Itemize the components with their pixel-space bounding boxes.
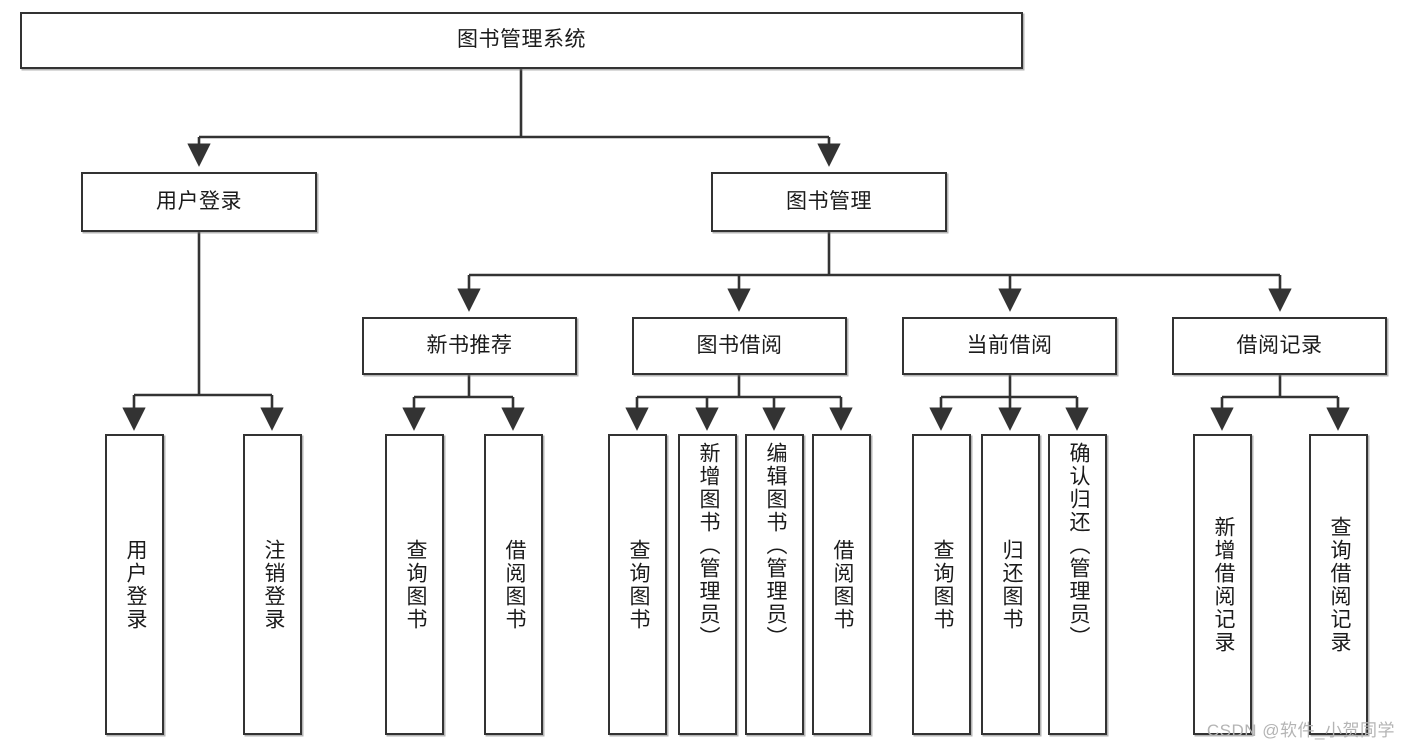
leaf-query-borrow-record[interactable]: 查询借阅记录 <box>1309 434 1368 735</box>
leaf-user-login[interactable]: 用户登录 <box>105 434 164 735</box>
leaf-logout-label: 注销登录 <box>261 538 285 631</box>
node-book-management[interactable]: 图书管理 <box>711 172 947 232</box>
leaf-borrow-book-recommend-label: 借阅图书 <box>502 538 526 631</box>
watermark: CSDN @软件_小贺同学 <box>1206 721 1395 740</box>
leaf-logout[interactable]: 注销登录 <box>243 434 302 735</box>
leaf-user-login-label: 用户登录 <box>123 538 147 631</box>
leaf-borrow-book-label: 借阅图书 <box>830 538 854 631</box>
leaf-return-book[interactable]: 归还图书 <box>981 434 1040 735</box>
leaf-query-borrow-record-label: 查询借阅记录 <box>1327 515 1351 654</box>
leaf-return-book-label: 归还图书 <box>999 538 1023 631</box>
node-new-book-recommend-label: 新书推荐 <box>426 333 513 357</box>
leaf-add-book-admin[interactable]: 新增图书（管理员） <box>678 434 737 735</box>
leaf-confirm-return-admin-label: 确认归还（管理员） <box>1066 442 1090 649</box>
leaf-edit-book-admin[interactable]: 编辑图书（管理员） <box>745 434 804 735</box>
node-borrow-record[interactable]: 借阅记录 <box>1172 317 1387 375</box>
node-root-label: 图书管理系统 <box>457 28 586 52</box>
leaf-query-book-recommend[interactable]: 查询图书 <box>385 434 444 735</box>
leaf-borrow-book-recommend[interactable]: 借阅图书 <box>484 434 543 735</box>
leaf-borrow-book[interactable]: 借阅图书 <box>812 434 871 735</box>
leaf-query-book-borrow[interactable]: 查询图书 <box>608 434 667 735</box>
node-borrow-record-label: 借阅记录 <box>1236 333 1323 357</box>
leaf-add-book-admin-label: 新增图书（管理员） <box>696 442 720 649</box>
node-book-borrow[interactable]: 图书借阅 <box>632 317 847 375</box>
node-user-login-label: 用户登录 <box>156 189 242 213</box>
leaf-query-book-recommend-label: 查询图书 <box>403 538 427 631</box>
leaf-query-book-borrow-label: 查询图书 <box>626 538 650 631</box>
node-root[interactable]: 图书管理系统 <box>20 12 1023 69</box>
node-book-management-label: 图书管理 <box>786 189 872 213</box>
node-book-borrow-label: 图书借阅 <box>696 333 783 357</box>
node-current-borrow[interactable]: 当前借阅 <box>902 317 1117 375</box>
node-user-login[interactable]: 用户登录 <box>81 172 317 232</box>
leaf-query-book-current-label: 查询图书 <box>930 538 954 631</box>
node-current-borrow-label: 当前借阅 <box>966 333 1053 357</box>
leaf-confirm-return-admin[interactable]: 确认归还（管理员） <box>1048 434 1107 735</box>
leaf-add-borrow-record-label: 新增借阅记录 <box>1211 515 1235 654</box>
node-new-book-recommend[interactable]: 新书推荐 <box>362 317 577 375</box>
leaf-edit-book-admin-label: 编辑图书（管理员） <box>763 442 787 649</box>
leaf-add-borrow-record[interactable]: 新增借阅记录 <box>1193 434 1252 735</box>
leaf-query-book-current[interactable]: 查询图书 <box>912 434 971 735</box>
